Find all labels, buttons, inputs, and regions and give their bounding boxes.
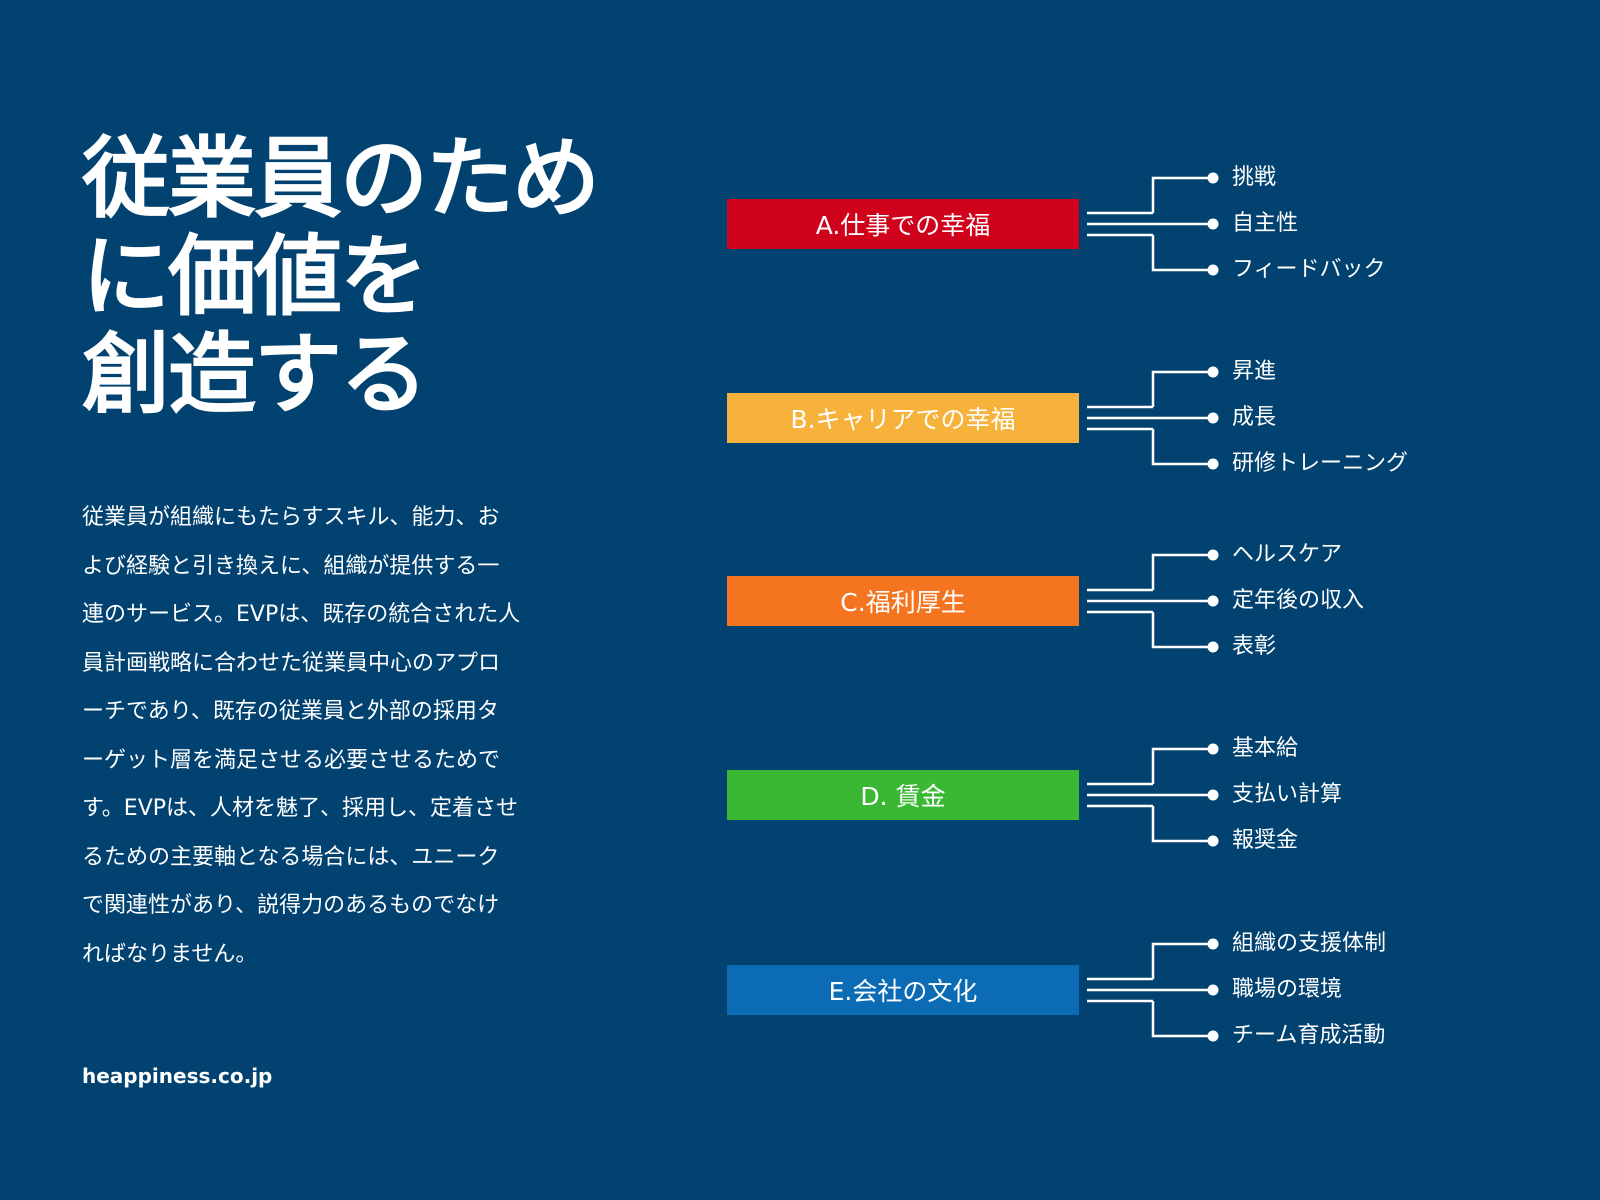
description-line: 従業員が組織にもたらすスキル、能力、お bbox=[82, 505, 500, 530]
description-line: 員計画戦略に合わせた従業員中心のアプロ bbox=[82, 650, 501, 676]
description-line: す。EVPは、人材を魅了、採用し、定着させ bbox=[82, 796, 519, 821]
sub-item-label: チーム育成活動 bbox=[1232, 1023, 1386, 1048]
branch-connector-top bbox=[1151, 176, 1213, 213]
title-line: 従業員のため bbox=[82, 127, 600, 230]
branch-connector-bottom bbox=[1151, 235, 1213, 272]
branch-connector-top bbox=[1151, 553, 1213, 590]
bullet-dot-icon bbox=[1207, 984, 1219, 996]
bullet-dot-icon bbox=[1207, 458, 1219, 470]
description-line: で関連性があり、説得力のあるものでなけ bbox=[82, 893, 500, 918]
branch-connector-top bbox=[1151, 747, 1213, 784]
bullet-dot-icon bbox=[1207, 218, 1219, 230]
sub-item-label: 報奨金 bbox=[1232, 828, 1299, 853]
title-line: 創造する bbox=[82, 323, 428, 426]
description-line: るための主要軸となる場合には、ユニーク bbox=[82, 844, 500, 870]
sub-item-label: フィードバック bbox=[1232, 257, 1386, 282]
bullet-dot-icon bbox=[1207, 412, 1219, 424]
sub-item-label: 支払い計算 bbox=[1232, 782, 1343, 807]
description-line: よび経験と引き換えに、組織が提供する一 bbox=[82, 553, 500, 579]
branch-connector-bottom bbox=[1151, 429, 1213, 466]
website-url: heappiness.co.jp bbox=[82, 1064, 273, 1088]
title-line: に価値を bbox=[82, 225, 428, 328]
bullet-dot-icon bbox=[1207, 595, 1219, 607]
sub-item-label: 表彰 bbox=[1232, 634, 1277, 659]
bullet-dot-icon bbox=[1207, 549, 1219, 561]
bullet-dot-icon bbox=[1207, 938, 1219, 950]
sub-item-label: 組織の支援体制 bbox=[1232, 931, 1387, 956]
category-box-c: C.福利厚生 bbox=[727, 576, 1079, 626]
branch-connector-bottom bbox=[1151, 1001, 1213, 1038]
description-line: ーチであり、既存の従業員と外部の採用タ bbox=[82, 699, 499, 724]
category-box-d: D. 賃金 bbox=[727, 770, 1079, 820]
description-line: ればなりません。 bbox=[82, 941, 258, 967]
branch-connector-top bbox=[1151, 370, 1213, 407]
sub-item-label: 研修トレーニング bbox=[1232, 451, 1409, 476]
sub-item-label: 自主性 bbox=[1232, 211, 1299, 236]
sub-item-label: 定年後の収入 bbox=[1232, 588, 1365, 613]
sub-item-label: 挑戦 bbox=[1232, 165, 1277, 190]
bullet-dot-icon bbox=[1207, 789, 1219, 801]
category-box-a: A.仕事での幸福 bbox=[727, 199, 1079, 249]
sub-item-label: 昇進 bbox=[1232, 359, 1277, 384]
branch-connector-bottom bbox=[1151, 806, 1213, 843]
category-box-b: B.キャリアでの幸福 bbox=[727, 393, 1079, 443]
branch-connector-bottom bbox=[1151, 612, 1213, 649]
sub-item-label: 職場の環境 bbox=[1232, 977, 1343, 1002]
bullet-dot-icon bbox=[1207, 366, 1219, 378]
description-paragraph: 従業員が組織にもたらすスキル、能力、お よび経験と引き換えに、組織が提供する一 … bbox=[82, 494, 542, 979]
category-box-e: E.会社の文化 bbox=[727, 965, 1079, 1015]
bullet-dot-icon bbox=[1207, 641, 1219, 653]
description-line: 連のサービス。EVPは、既存の統合された人 bbox=[82, 602, 521, 627]
bullet-dot-icon bbox=[1207, 835, 1219, 847]
bullet-dot-icon bbox=[1207, 743, 1219, 755]
page-title: 従業員のため に価値を 創造する bbox=[82, 130, 642, 424]
sub-item-label: ヘルスケア bbox=[1232, 542, 1343, 567]
bullet-dot-icon bbox=[1207, 172, 1219, 184]
bullet-dot-icon bbox=[1207, 264, 1219, 276]
description-line: ーゲット層を満足させる必要させるためで bbox=[82, 747, 501, 773]
branch-connector-top bbox=[1151, 942, 1213, 979]
sub-item-label: 基本給 bbox=[1232, 736, 1299, 761]
sub-item-label: 成長 bbox=[1232, 405, 1277, 430]
bullet-dot-icon bbox=[1207, 1030, 1219, 1042]
